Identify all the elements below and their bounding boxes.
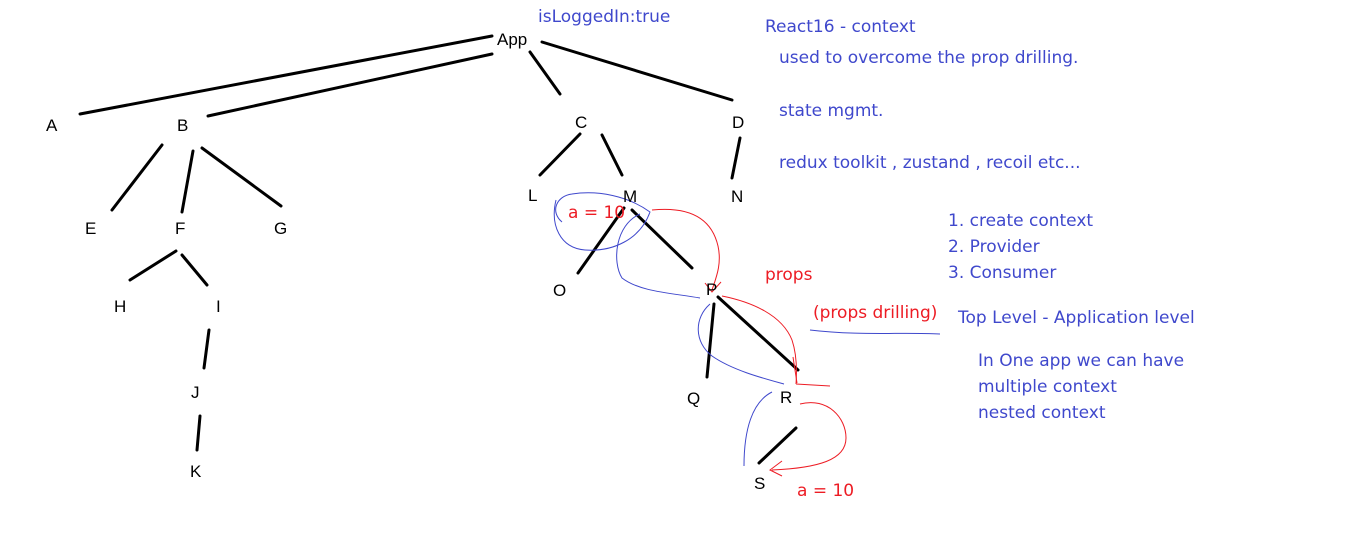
blue-path-r-to-s — [743, 391, 773, 467]
node-l: L — [528, 186, 537, 205]
blue-path-m-to-p — [616, 213, 701, 299]
red-props-scribbles — [651, 208, 847, 477]
multi-line-2: multiple context — [978, 377, 1117, 397]
node-f: F — [175, 219, 185, 238]
edge-d-n — [730, 136, 742, 180]
node-p: P — [706, 280, 717, 299]
node-e: E — [85, 219, 96, 238]
node-app: App — [497, 30, 527, 49]
notes-level: Top Level - Application level — [957, 308, 1195, 328]
red-arrow-r-to-s — [771, 402, 847, 471]
node-m: M — [623, 187, 637, 206]
edge-r-s — [757, 426, 798, 465]
node-r: R — [780, 388, 792, 407]
edge-i-j — [202, 328, 211, 370]
node-s: S — [754, 474, 765, 493]
edge-app-c — [528, 50, 562, 96]
edge-app-a — [78, 34, 494, 116]
node-q: Q — [687, 389, 700, 408]
edge-j-k — [195, 414, 202, 452]
step-create-context: 1. create context — [948, 211, 1093, 231]
node-d: D — [732, 113, 744, 132]
notes-state: state mgmt. — [779, 101, 883, 121]
diagram-annotations: isLoggedIn:true a = 10 a = 10 props (pro… — [538, 7, 937, 501]
red-arrowhead-r — [792, 356, 831, 387]
edge-f-i — [180, 253, 209, 287]
node-a: A — [46, 116, 58, 135]
app-state-label: isLoggedIn:true — [538, 7, 670, 27]
edge-p-r — [716, 295, 800, 372]
edge-b-g — [200, 146, 283, 208]
node-g: G — [274, 219, 287, 238]
edge-c-m — [600, 133, 624, 177]
edge-p-q — [705, 302, 716, 379]
red-arrow-m-to-p — [651, 208, 720, 291]
multi-line-3: nested context — [978, 403, 1106, 423]
blue-loop-around-m — [553, 192, 651, 251]
red-arrow-p-to-r — [721, 295, 797, 385]
notes-purpose: used to overcome the prop drilling. — [779, 48, 1078, 68]
edge-b-e — [110, 143, 164, 212]
blue-path-p-to-r — [697, 303, 785, 385]
node-h: H — [114, 297, 126, 316]
tree-edges — [78, 34, 800, 465]
node-o: O — [553, 281, 566, 300]
multi-line-1: In One app we can have — [978, 351, 1184, 371]
red-arrowhead-p — [704, 281, 722, 293]
node-n: N — [731, 187, 743, 206]
tree-nodes: App A B C D E F G H I J K L M N O P Q R … — [46, 30, 792, 493]
node-b: B — [177, 116, 188, 135]
edge-f-h — [128, 249, 178, 282]
blue-context-scribbles — [553, 192, 941, 467]
step-consumer: 3. Consumer — [948, 263, 1056, 283]
props-drilling-label: (props drilling) — [813, 303, 937, 323]
node-c: C — [575, 113, 587, 132]
edge-app-d — [540, 40, 734, 102]
blue-underline — [809, 329, 941, 335]
m-value-label: a = 10 — [568, 203, 625, 223]
edge-b-f — [180, 149, 195, 214]
notes-heading: React16 - context — [765, 17, 916, 37]
node-j: J — [191, 383, 200, 402]
props-label: props — [765, 265, 813, 285]
notes-libraries: redux toolkit , zustand , recoil etc... — [779, 153, 1081, 173]
s-value-label: a = 10 — [797, 481, 854, 501]
context-notes: React16 - context used to overcome the p… — [765, 17, 1195, 423]
red-arrowhead-s — [769, 460, 783, 477]
edge-app-b — [206, 52, 494, 118]
node-i: I — [216, 297, 221, 316]
node-k: K — [190, 462, 202, 481]
edge-c-l — [538, 132, 582, 177]
edge-m-p — [630, 208, 694, 270]
step-provider: 2. Provider — [948, 237, 1040, 257]
edge-m-o — [576, 206, 626, 275]
